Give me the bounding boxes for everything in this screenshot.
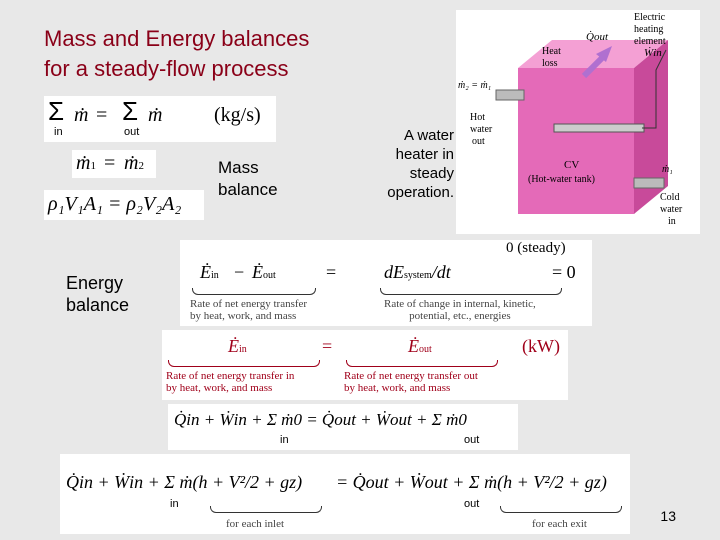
title-line-1: Mass and Energy balances xyxy=(44,26,310,51)
sum-out-label: out xyxy=(464,498,480,510)
caption-line: balance xyxy=(218,180,278,199)
label-heat: Heat xyxy=(542,46,561,57)
minus-sign: − xyxy=(234,262,245,282)
water-heater-figure: Electric heating element Ẇin Heat loss Q… xyxy=(456,10,700,234)
units-kg-s: (kg/s) xyxy=(214,104,261,126)
energy-flow-text: Q̇in + Ẇin + Σ ṁ0 = Q̇out + Ẇout + Σ ṁ0 xyxy=(174,410,467,429)
heater-caption: A water heater in steady operation. xyxy=(372,126,454,202)
note-right: Rate of change in internal, kinetic,pote… xyxy=(384,298,536,322)
label-water: water xyxy=(470,124,493,135)
label-cv: CV xyxy=(564,159,579,171)
equals-sign: = xyxy=(96,104,108,126)
tank-top xyxy=(518,40,668,68)
brace-right xyxy=(346,360,498,367)
label-m1: ṁ₁ xyxy=(662,164,673,175)
energy-rate-equation: Ėin − Ėout = dEsystem/dt = 0 0 (steady) … xyxy=(180,240,592,326)
equals-sign: = xyxy=(104,152,116,174)
brace-left xyxy=(168,360,320,367)
e-in: Ėin xyxy=(200,262,219,282)
m-dot: ṁ xyxy=(148,104,163,126)
m-dot-2: ṁ2 xyxy=(124,152,144,174)
label-water-2: water xyxy=(660,204,683,215)
units-kw: (kW) xyxy=(522,336,560,356)
caption-line: Mass xyxy=(218,158,259,177)
full-energy-equation: Q̇in + Ẇin + Σ ṁ(h + V²/2 + gz) = Q̇out … xyxy=(60,454,630,534)
note-inlet: for each inlet xyxy=(226,518,285,530)
steady-label: 0 (steady) xyxy=(506,240,566,256)
sum-out-label: out xyxy=(124,126,140,138)
note-exit: for each exit xyxy=(532,518,587,530)
caption-line: balance xyxy=(66,295,130,315)
energy-right-side: = Q̇out + Ẇout + Σ ṁ(h + V²/2 + gz) xyxy=(336,472,607,492)
tank-side xyxy=(634,40,668,214)
sum-in-label: in xyxy=(280,434,289,446)
e-out: Ėout xyxy=(408,336,432,356)
sum-in-label: in xyxy=(170,498,179,510)
caption-line: operation. xyxy=(387,184,454,201)
tank-front xyxy=(518,68,634,214)
water-heater-diagram: Electric heating element Ẇin Heat loss Q… xyxy=(458,12,683,227)
caption-line: steady xyxy=(409,165,454,182)
sum-out-label: out xyxy=(464,434,480,446)
equals-sign: = xyxy=(326,262,337,282)
sum-symbol: Σ xyxy=(122,96,139,126)
brace-right xyxy=(500,506,622,513)
mass-equality-equation: ṁ1 = ṁ2 xyxy=(72,150,156,178)
de-dt: dEsystem/dt xyxy=(384,262,451,282)
mass-sum-equation: Σ in ṁ = Σ out ṁ (kg/s) xyxy=(44,96,276,142)
continuity-text: ρ₁V₁A₁ = ρ₂V₂A₂ xyxy=(48,193,182,215)
energy-flow-equation: Q̇in + Ẇin + Σ ṁ0 = Q̇out + Ẇout + Σ ṁ0 … xyxy=(168,404,518,450)
m-dot-1: ṁ1 xyxy=(76,152,96,174)
equals-zero: = 0 xyxy=(552,262,576,282)
element-wire xyxy=(642,49,667,129)
label-in: in xyxy=(668,216,676,227)
label-out: out xyxy=(472,136,485,147)
sum-symbol: Σ xyxy=(48,96,65,126)
slide-title: Mass and Energy balances for a steady-fl… xyxy=(44,24,309,84)
label-cv-sub: (Hot-water tank) xyxy=(528,174,595,185)
mass-balance-caption: Mass balance xyxy=(218,157,278,201)
label-w-in: Ẇin xyxy=(644,47,662,59)
energy-balance-equation: Ėin = Ėout (kW) Rate of net energy trans… xyxy=(162,330,568,400)
label-m2: ṁ₂ = ṁ₁ xyxy=(458,80,491,91)
brace-left xyxy=(210,506,322,513)
inlet-pipe xyxy=(633,177,665,189)
title-line-2: for a steady-flow process xyxy=(44,56,289,81)
label-element: element xyxy=(634,36,666,47)
sum-in-label: in xyxy=(54,126,63,138)
caption-line: heater in xyxy=(395,146,454,163)
page-number: 13 xyxy=(660,508,676,524)
label-heating: heating xyxy=(634,24,663,35)
label-cold: Cold xyxy=(660,192,679,203)
e-out: Ėout xyxy=(252,262,276,282)
heating-element xyxy=(553,123,645,133)
outlet-pipe xyxy=(495,89,525,101)
energy-balance-caption: Energy balance xyxy=(66,272,129,316)
brace-right xyxy=(380,288,562,295)
label-q-out: Q̇out xyxy=(586,31,609,43)
caption-line: A water xyxy=(403,127,454,144)
energy-left-side: Q̇in + Ẇin + Σ ṁ(h + V²/2 + gz) xyxy=(66,472,303,492)
brace-left xyxy=(192,288,316,295)
equals-sign: = xyxy=(322,336,333,356)
continuity-equation: ρ₁V₁A₁ = ρ₂V₂A₂ xyxy=(44,190,204,220)
label-electric: Electric xyxy=(634,12,666,23)
e-in: Ėin xyxy=(228,336,247,356)
heat-loss-arrowhead xyxy=(596,46,612,62)
label-loss: loss xyxy=(542,58,558,69)
caption-line: Energy xyxy=(66,273,124,293)
label-hot: Hot xyxy=(470,112,485,123)
m-dot: ṁ xyxy=(74,104,89,126)
